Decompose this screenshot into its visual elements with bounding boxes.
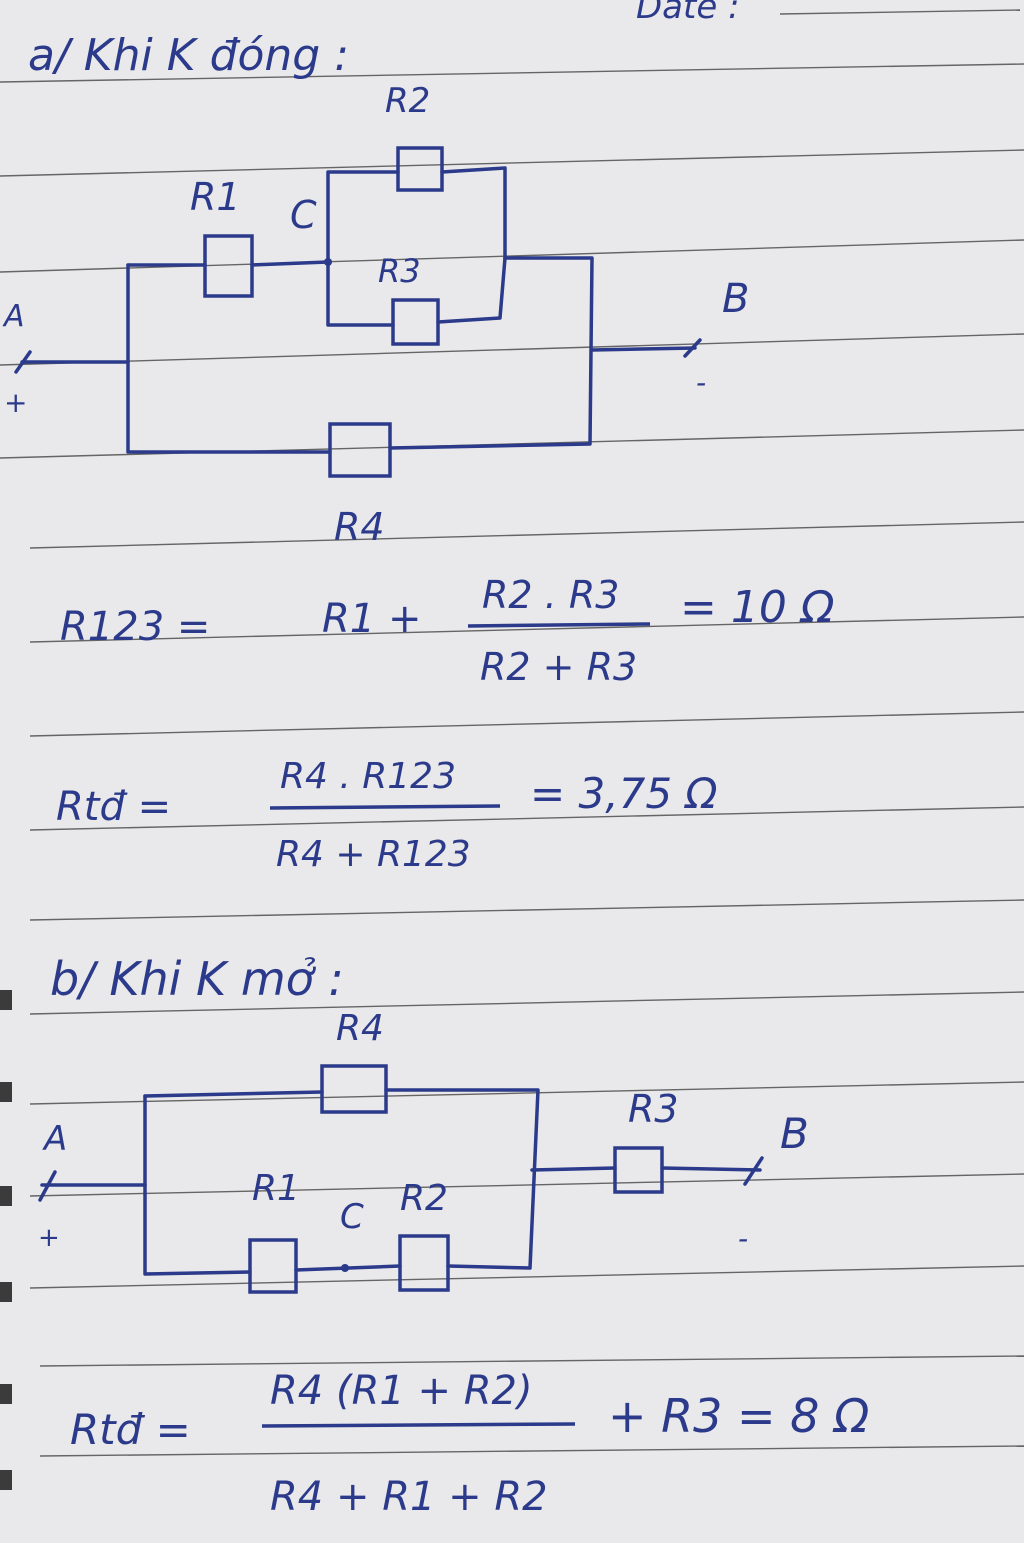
ruled-lines: [0, 9, 1024, 1457]
eq1-term: R1 +: [322, 596, 421, 642]
label-node-c-a: C: [290, 193, 317, 237]
part-b-heading: b/ Khi K mở :: [50, 952, 344, 1006]
eq2-numerator: R4 . R123: [280, 756, 456, 797]
resistor-r3-a: [391, 298, 440, 346]
label-r4-b: R4: [336, 1008, 384, 1049]
resistor-r2-b: [398, 1234, 450, 1292]
equation-rtd-open: Rtđ = R4 (R1 + R2) R4 + R1 + R2 + R3 = 8…: [70, 1368, 869, 1520]
label-r2-a: R2: [385, 81, 430, 121]
label-r3-b: R3: [628, 1087, 679, 1131]
resistor-r1-a: [203, 234, 254, 298]
label-terminal-b-b: B: [780, 1109, 809, 1158]
eq1-numerator: R2 . R3: [482, 573, 619, 617]
label-terminal-a-b: A: [42, 1119, 67, 1159]
label-minus-a: -: [696, 366, 706, 399]
eq2-result: = 3,75 Ω: [530, 769, 718, 818]
equation-r123: R123 = R1 + R2 . R3 R2 + R3 = 10 Ω: [60, 573, 835, 689]
eq3-lhs: Rtđ =: [70, 1405, 191, 1454]
label-r1-a: R1: [190, 175, 241, 219]
resistor-r3-b: [613, 1146, 664, 1194]
label-r1-b: R1: [252, 1168, 300, 1209]
eq3-denominator: R4 + R1 + R2: [270, 1474, 548, 1520]
label-node-c-b: C: [340, 1197, 364, 1237]
resistor-r4-b: [320, 1064, 388, 1114]
date-label: Date :: [636, 0, 740, 27]
eq3-numerator: R4 (R1 + R2): [270, 1368, 533, 1414]
eq1-denominator: R2 + R3: [480, 645, 637, 689]
resistor-r1-b: [248, 1238, 298, 1294]
label-terminal-a-a: A: [2, 299, 25, 334]
label-r3-a: R3: [378, 252, 421, 290]
binding-holes: [0, 990, 12, 1490]
resistor-r2-a: [396, 146, 444, 192]
label-plus-b: +: [38, 1223, 60, 1253]
circuit-b: R4 R3 R1 C R2 A + B -: [38, 1008, 809, 1294]
eq1-result: = 10 Ω: [680, 582, 835, 633]
label-plus-a: +: [4, 386, 27, 419]
label-r4-a: R4: [334, 505, 385, 549]
eq1-lhs: R123 =: [60, 604, 210, 650]
part-a-heading: a/ Khi K đóng :: [28, 30, 349, 81]
label-r2-b: R2: [400, 1178, 448, 1219]
circuit-a: R2 R1 C R3 R4 A + B -: [2, 81, 749, 549]
label-terminal-b-a: B: [722, 276, 749, 322]
eq3-result: + R3 = 8 Ω: [608, 1389, 869, 1443]
equation-rtd-closed: Rtđ = R4 . R123 R4 + R123 = 3,75 Ω: [56, 756, 718, 875]
resistor-r4-a: [328, 422, 392, 478]
label-minus-b: -: [738, 1222, 748, 1255]
eq2-denominator: R4 + R123: [276, 834, 471, 875]
eq2-lhs: Rtđ =: [56, 784, 171, 830]
